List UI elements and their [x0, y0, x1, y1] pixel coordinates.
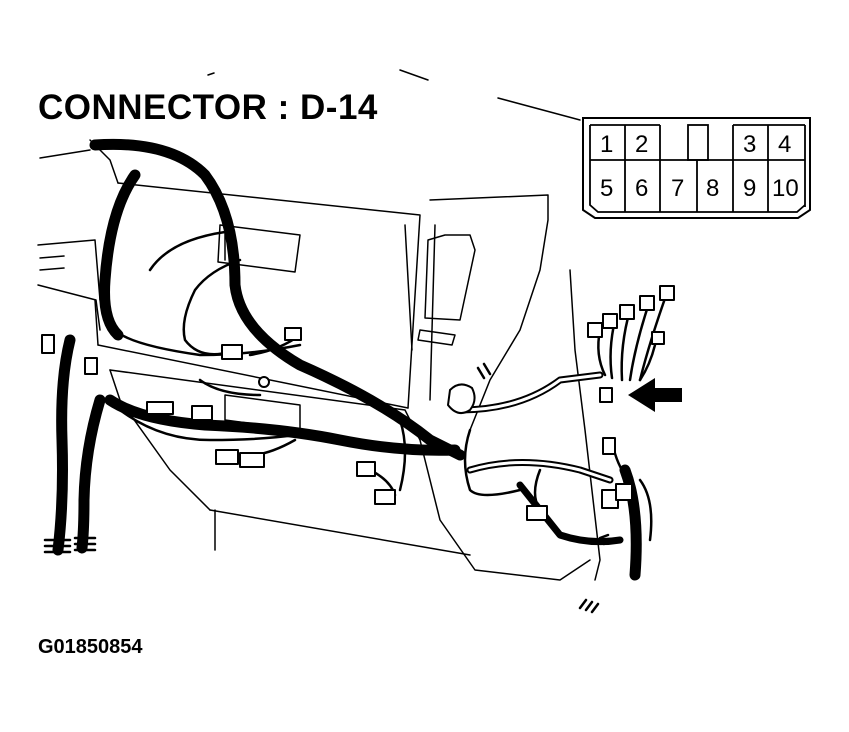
pin-2: 2	[635, 131, 648, 158]
figure-id: G01850854	[38, 636, 143, 658]
pin-9: 9	[743, 175, 756, 202]
connector-title: CONNECTOR : D-14	[38, 88, 378, 127]
pin-4: 4	[778, 131, 791, 158]
pin-10: 10	[772, 175, 799, 202]
pin-6: 6	[635, 175, 648, 202]
pin-5: 5	[600, 175, 613, 202]
main-harness	[52, 138, 642, 581]
connector-face: 1 2 3 4 5 6 7 8 9 10	[582, 117, 811, 219]
pin-8: 8	[706, 175, 719, 202]
pin-7: 7	[671, 175, 684, 202]
arrow-left-icon	[628, 378, 682, 412]
pin-3: 3	[743, 131, 756, 158]
break-marks	[43, 362, 614, 614]
pin-1: 1	[600, 131, 613, 158]
harness-connectors	[41, 285, 675, 521]
